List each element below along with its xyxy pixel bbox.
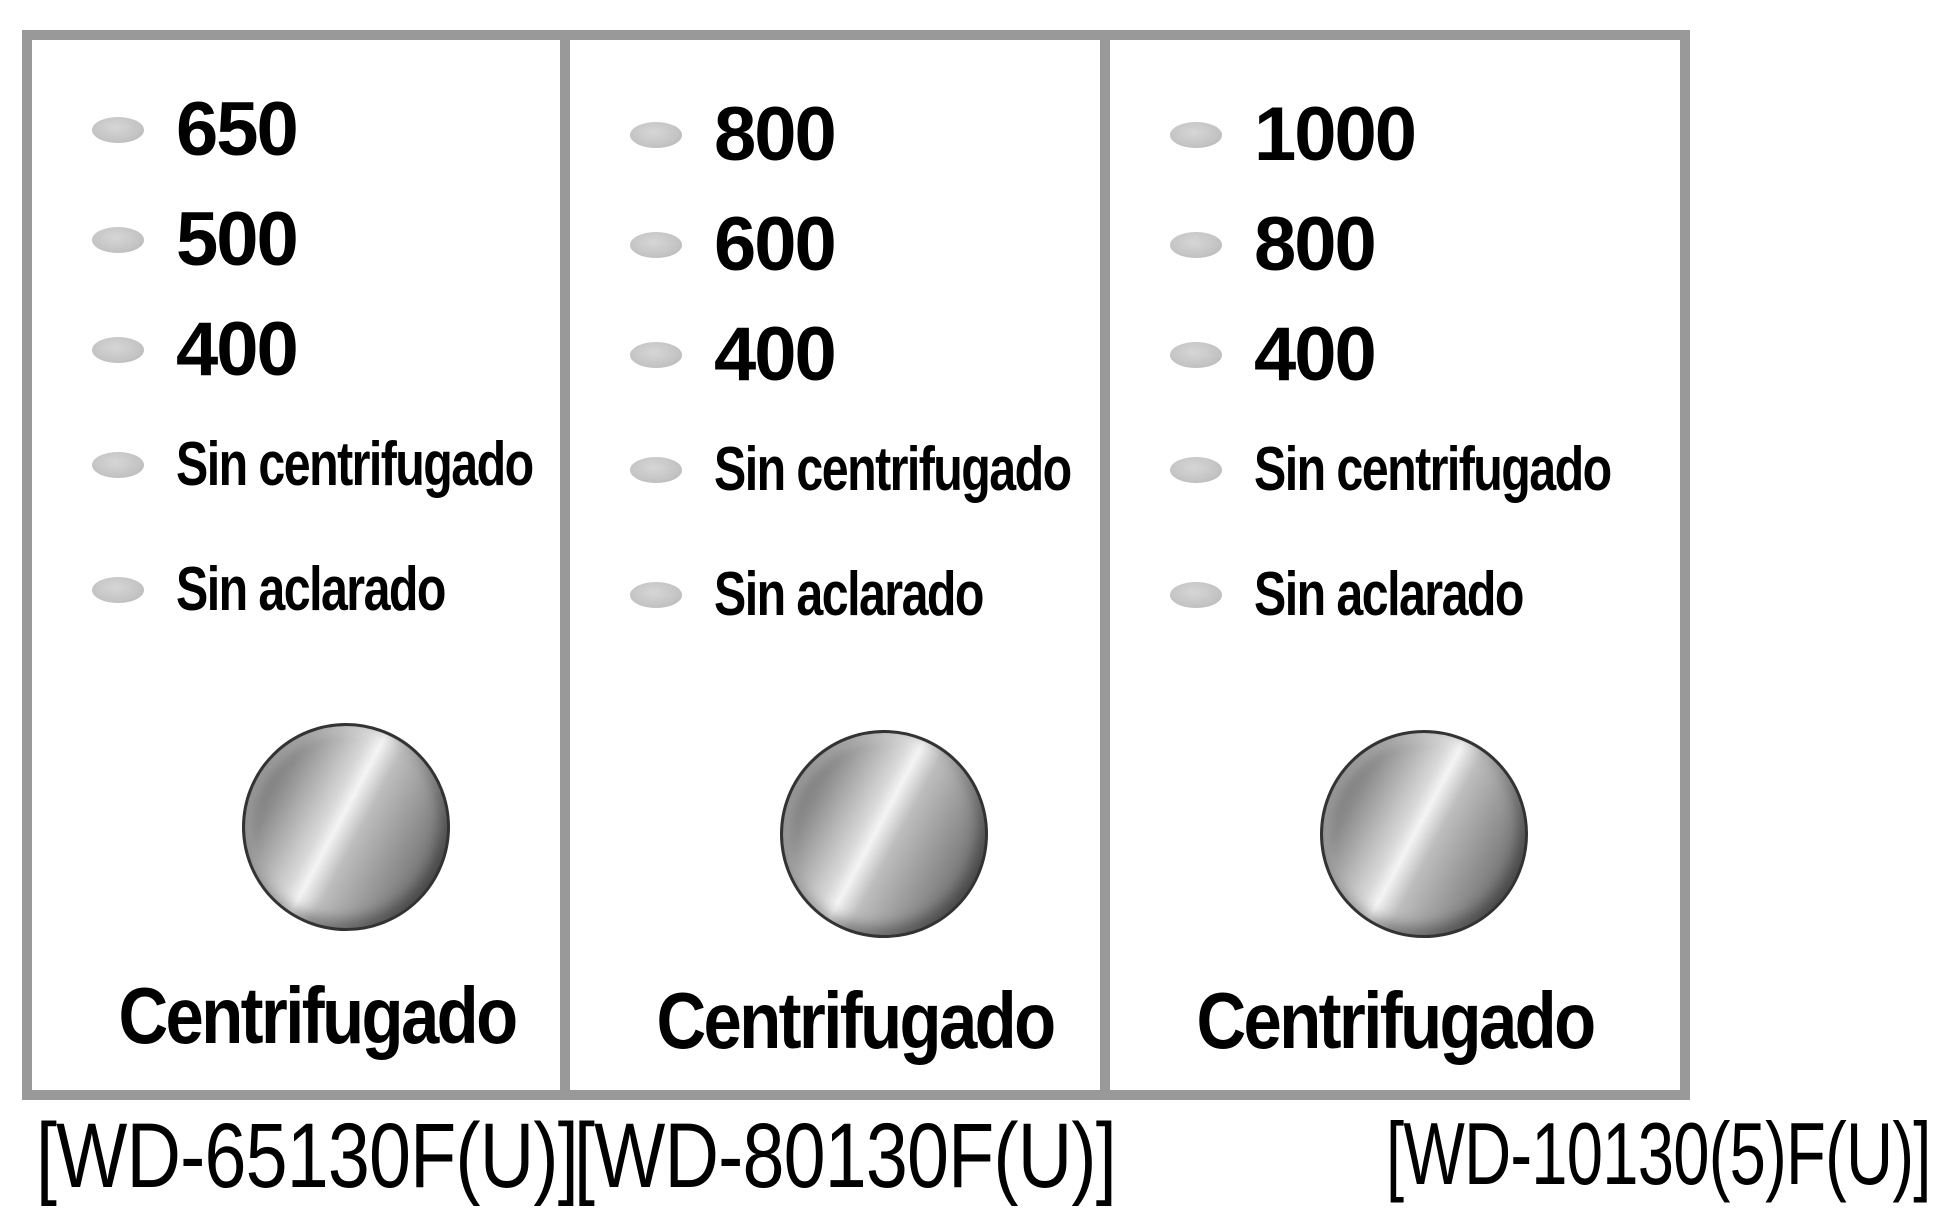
spin-option-400[interactable]: 400: [92, 295, 299, 405]
spin-option-label: 600: [714, 202, 837, 287]
indicator-light-icon: [630, 457, 682, 483]
spin-option-label: Sin aclarado: [714, 560, 984, 629]
spin-option-label: 500: [176, 197, 299, 282]
spin-option-label: 400: [1254, 312, 1377, 397]
indicator-light-icon: [630, 122, 682, 148]
spin-option-600[interactable]: 600: [630, 190, 837, 300]
spin-option-800[interactable]: 800: [630, 80, 837, 190]
model-label: [WD-80130F(U)]: [574, 1105, 1117, 1207]
spin-option-label: Sin aclarado: [1254, 560, 1524, 629]
spin-knob-icon[interactable]: [780, 730, 988, 938]
spin-option-1000[interactable]: 1000: [1170, 80, 1417, 190]
indicator-light-icon: [1170, 232, 1222, 258]
spin-panel-wd-65130f: 650 500 400 Sin centrifugado Sin aclarad…: [22, 30, 612, 1100]
indicator-light-icon: [1170, 122, 1222, 148]
spin-knob-label: Centrifugado: [1196, 976, 1596, 1065]
spin-knob-icon[interactable]: [242, 723, 450, 931]
spin-knob-label: Centrifugado: [118, 971, 518, 1060]
indicator-light-icon: [92, 452, 144, 478]
spin-option-no-spin[interactable]: Sin centrifugado: [92, 410, 633, 520]
indicator-light-icon: [92, 577, 144, 603]
spin-option-rinse-hold[interactable]: Sin aclarado: [1170, 540, 1599, 650]
spin-panel-wd-80130f: 800 600 400 Sin centrifugado Sin aclarad…: [560, 30, 1150, 1100]
indicator-light-icon: [630, 232, 682, 258]
spin-option-label: 400: [176, 307, 299, 392]
spin-option-rinse-hold[interactable]: Sin aclarado: [630, 540, 1059, 650]
spin-option-label: Sin centrifugado: [714, 435, 1072, 504]
indicator-light-icon: [92, 337, 144, 363]
spin-option-400[interactable]: 400: [1170, 300, 1377, 410]
indicator-light-icon: [1170, 582, 1222, 608]
model-label: [WD-65130F(U)]: [36, 1105, 579, 1207]
indicator-light-icon: [92, 227, 144, 253]
spin-option-500[interactable]: 500: [92, 185, 299, 295]
spin-option-rinse-hold[interactable]: Sin aclarado: [92, 535, 521, 645]
spin-option-label: 400: [714, 312, 837, 397]
spin-knob-icon[interactable]: [1320, 730, 1528, 938]
spin-panel-wd-10130-5-f: 1000 800 400 Sin centrifugado Sin aclara…: [1100, 30, 1690, 1100]
spin-option-800[interactable]: 800: [1170, 190, 1377, 300]
spin-option-400[interactable]: 400: [630, 300, 837, 410]
spin-option-no-spin[interactable]: Sin centrifugado: [1170, 415, 1711, 525]
spin-option-label: 1000: [1254, 92, 1417, 177]
indicator-light-icon: [630, 582, 682, 608]
spin-option-label: Sin centrifugado: [176, 430, 534, 499]
spin-option-label: 800: [1254, 202, 1377, 287]
indicator-light-icon: [1170, 342, 1222, 368]
indicator-light-icon: [630, 342, 682, 368]
spin-option-no-spin[interactable]: Sin centrifugado: [630, 415, 1171, 525]
spin-option-label: Sin centrifugado: [1254, 435, 1612, 504]
spin-option-label: Sin aclarado: [176, 555, 446, 624]
spin-knob-label: Centrifugado: [656, 976, 1056, 1065]
spin-option-label: 800: [714, 92, 837, 177]
indicator-light-icon: [92, 117, 144, 143]
indicator-light-icon: [1170, 457, 1222, 483]
model-label: [WD-10130(5)F(U)]: [1386, 1104, 1931, 1203]
spin-option-650[interactable]: 650: [92, 75, 299, 185]
spin-option-label: 650: [176, 87, 299, 172]
